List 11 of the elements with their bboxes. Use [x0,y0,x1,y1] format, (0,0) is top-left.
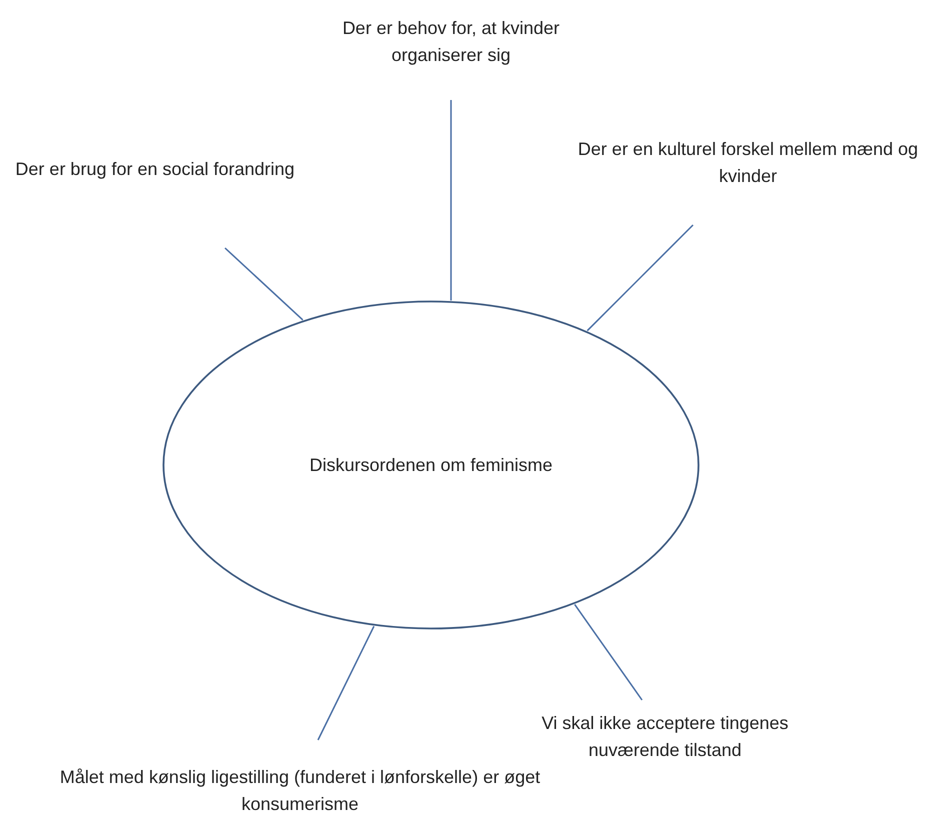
connector-line [586,224,694,332]
statement-text: Der er brug for en social forandring [15,158,295,181]
statement-text: Der er behov for, at kvinder organiserer sig [341,17,561,67]
connector-line [450,100,452,300]
statement-text: Der er en kulturel forskel mellem mænd og kvinder [576,138,920,188]
connector-line [224,247,304,320]
connector-line [317,626,375,740]
center-text: Diskursordenen om feminisme [309,454,553,476]
statement-text: Målet med kønslig ligestilling (funderet i lønforskelle) er øget konsumerisme [58,766,542,816]
connector-line [574,604,643,700]
statement-text: Vi skal ikke acceptere tingenes nuværende tilstand [540,712,790,762]
